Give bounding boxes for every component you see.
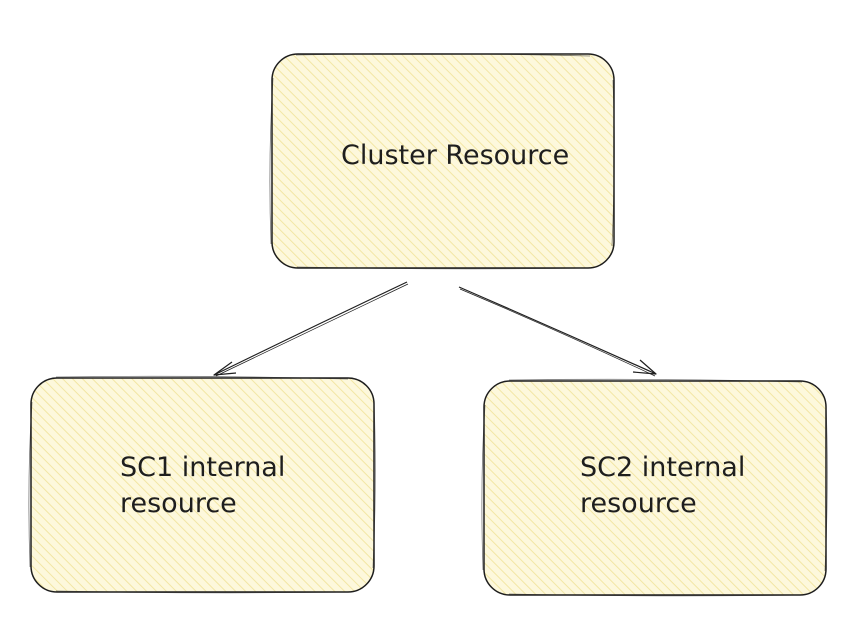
- arrow-cluster-to-sc1: [213, 281, 409, 377]
- cluster-resource-label: Cluster Resource: [341, 140, 569, 171]
- sc1-internal-resource-node[interactable]: SC1 internal resource: [28, 375, 376, 594]
- sc2-internal-resource-node[interactable]: SC2 internal resource: [481, 378, 828, 597]
- sc2-label-line1: SC2 internal: [580, 452, 745, 483]
- sc1-label-line2: resource: [120, 488, 237, 519]
- sc1-label-line1: SC1 internal: [120, 452, 285, 483]
- arrow-cluster-to-sc2: [458, 286, 657, 377]
- cluster-resource-node[interactable]: Cluster Resource: [269, 53, 615, 270]
- sc2-label-line2: resource: [580, 488, 697, 519]
